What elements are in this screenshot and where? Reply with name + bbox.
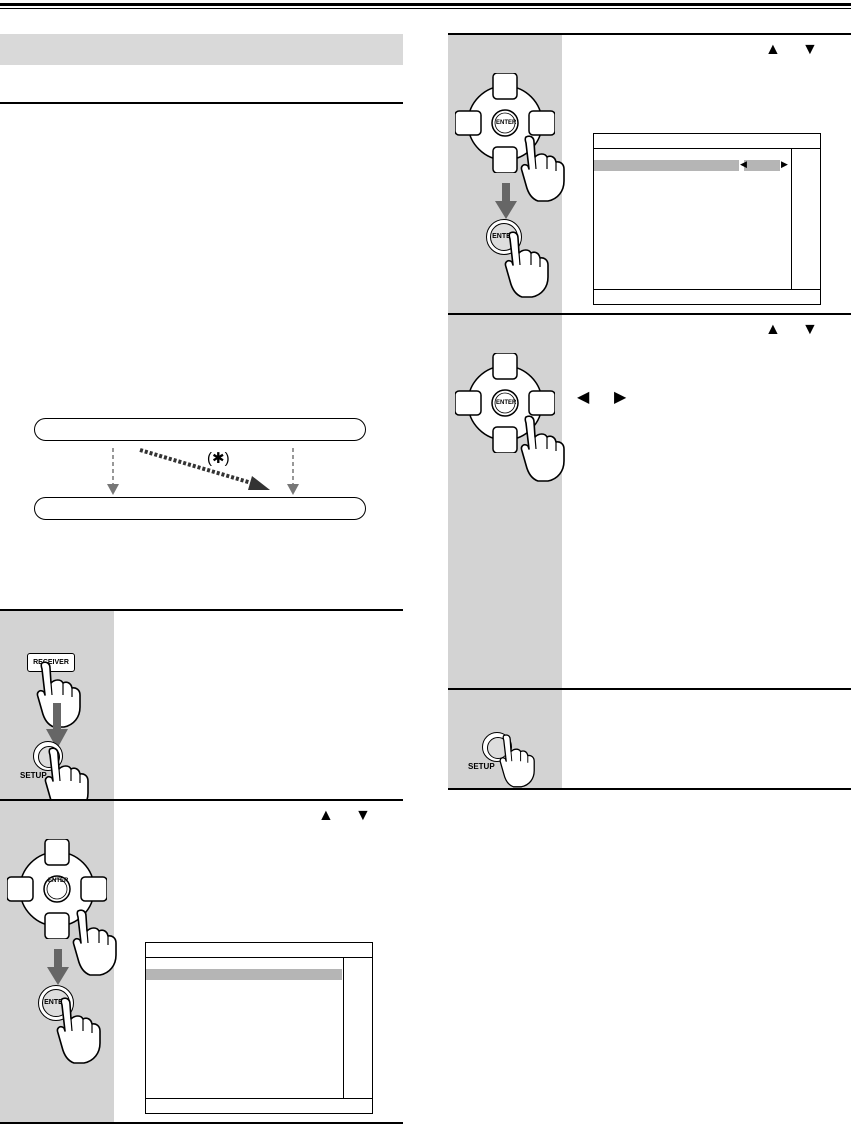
screen-scrollbar [791,149,820,289]
step2-bottom-rule [0,1122,403,1124]
step3-panel: ENTER ENTER [448,35,565,313]
arrow-up-glyph: ▲ [765,41,781,58]
value-selector[interactable] [744,160,780,171]
setting-screen: ◀ ▶ [593,133,821,305]
enter-label: ENTER [496,120,517,126]
arrow-down-glyph: ▼ [802,321,818,338]
hand-icon [504,231,549,298]
arrow-down-icon [47,949,69,985]
step2-top-rule [0,799,403,801]
step4-top-rule [448,313,851,315]
enter-label: ENTER [48,878,69,884]
screen-footer [146,1098,372,1113]
arrow-left-glyph: ◀ [577,389,590,406]
top-rule-thick [0,3,851,6]
hand-icon [499,734,535,788]
screen-footer [594,289,820,304]
value-left-arrow: ◀ [740,159,747,169]
arrow-down-glyph: ▼ [355,807,371,824]
screen-highlight-row [146,969,342,980]
diagram-annotation: (✱) [207,450,230,467]
step1-panel: RECEIVER SETUP [0,611,114,814]
setup-label: SETUP [468,762,495,771]
step5-panel: SETUP [448,690,562,788]
arrow-down-icon [46,703,68,749]
hand-icon [520,135,565,202]
screen-scrollbar [343,958,372,1098]
diagram-arrows [107,448,299,495]
step2-panel: ENTER ENTER [0,801,117,1123]
arrow-down-icon [495,183,517,219]
step1-top-rule [0,609,403,611]
section-heading-bar [0,34,403,65]
diagram-top-pill [34,418,366,441]
screen-header [594,134,820,149]
step4-panel: ENTER [448,315,565,689]
top-rule-thin [0,8,851,9]
screen-highlight-row [594,160,739,171]
step3-top-rule [448,33,851,35]
arrow-up-glyph: ▲ [765,321,781,338]
arrow-up-glyph: ▲ [318,807,334,824]
hand-icon [72,909,117,976]
value-right-arrow: ▶ [781,159,788,169]
enter-label: ENTER [496,400,517,406]
arrow-right-glyph: ▶ [614,389,627,406]
diagram-bottom-pill [34,497,366,520]
setup-label: SETUP [20,771,47,780]
hand-icon [520,415,565,482]
step5-top-rule [448,688,851,690]
screen-header [146,943,372,958]
section-divider [0,102,403,104]
arrow-down-glyph: ▼ [802,41,818,58]
step5-bottom-rule [448,788,851,790]
hand-icon [56,997,101,1064]
setup-menu-screen [145,942,373,1114]
